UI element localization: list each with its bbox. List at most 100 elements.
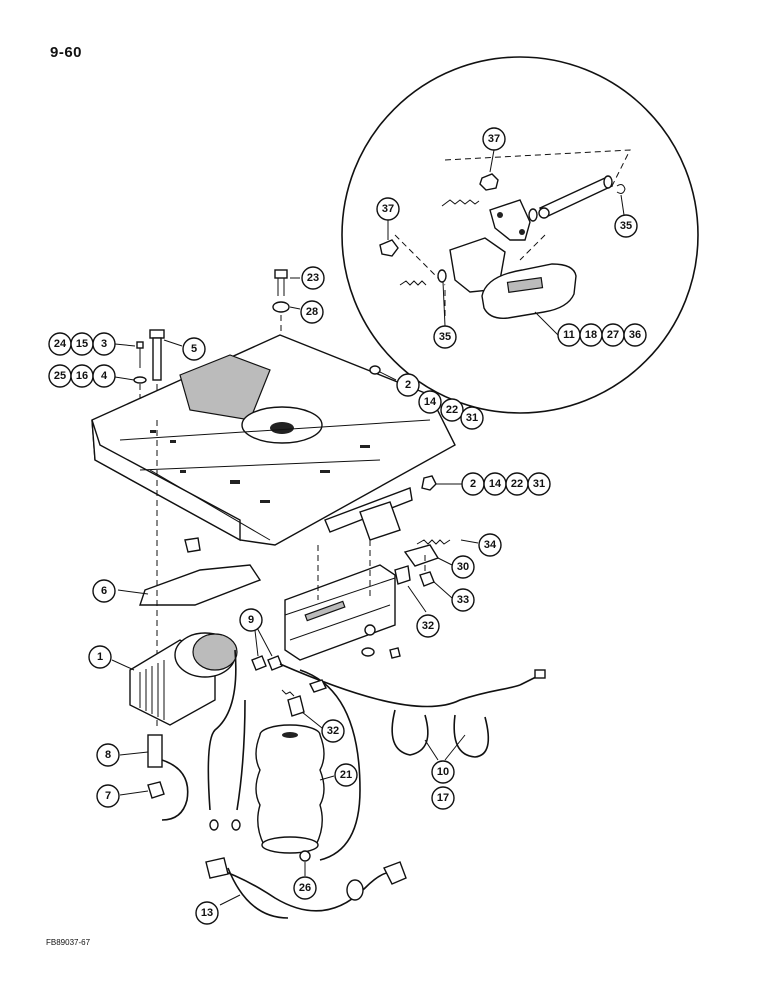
callout-16: 16 [70,364,94,388]
air-line-loop-10 [391,709,429,756]
svg-text:25: 25 [54,370,66,382]
callout-17: 17 [431,786,455,810]
washer-4 [133,376,147,384]
clip-35-right [616,184,626,194]
callout-35-right: 35 [614,214,638,238]
svg-text:31: 31 [533,478,545,490]
release-handle [481,263,577,319]
svg-text:14: 14 [424,396,437,408]
wire-harness-13 [205,857,407,919]
callout-25: 25 [48,364,72,388]
spring-left [399,280,427,286]
svg-text:2: 2 [405,379,411,391]
valve-assembly [284,564,396,661]
callout-14-upper: 14 [418,390,442,414]
detail-inset [341,56,699,414]
svg-text:3: 3 [101,338,107,350]
callout-22-lower: 22 [505,472,529,496]
svg-text:37: 37 [488,133,500,145]
slide-release-lever [359,501,401,541]
callout-14-lower: 14 [483,472,507,496]
callout-6: 6 [92,579,116,603]
svg-text:27: 27 [607,329,619,341]
callout-2-lower: 2 [461,472,485,496]
clip-under-plate [184,537,201,553]
svg-text:14: 14 [489,478,502,490]
svg-text:18: 18 [585,329,597,341]
pivot-shaft [538,175,614,219]
callout-27: 27 [601,323,625,347]
spring-34 [416,539,451,545]
callout-5: 5 [182,337,206,361]
callout-13: 13 [195,901,219,925]
air-line [279,663,521,708]
callout-32-lower: 32 [321,719,345,743]
bolt-5 [149,329,183,381]
air-spring-21 [255,724,325,854]
callout-23: 23 [301,266,325,290]
compressor-1 [129,632,238,726]
callout-21: 21 [334,763,358,787]
svg-text:17: 17 [437,792,449,804]
callout-31-lower: 31 [527,472,551,496]
figure-code: FB89037-67 [46,938,91,947]
nut-26 [299,850,311,862]
screw-3 [136,341,144,368]
nut-37-left [379,239,399,257]
callout-1: 1 [88,645,112,669]
svg-text:23: 23 [307,272,319,284]
callout-4: 4 [92,364,116,388]
svg-text:37: 37 [382,203,394,215]
callout-24: 24 [48,332,72,356]
callout-18: 18 [579,323,603,347]
svg-text:35: 35 [439,331,451,343]
callout-30: 30 [451,555,475,579]
callout-28: 28 [300,300,324,324]
svg-text:5: 5 [191,343,197,355]
svg-text:9: 9 [248,614,254,626]
bolt-2-top [369,365,381,375]
nut-2-lower [421,475,437,491]
svg-text:10: 10 [437,766,449,778]
bolt-23 [274,269,300,296]
svg-text:7: 7 [105,790,111,802]
svg-text:16: 16 [76,370,88,382]
callout-35-lower: 35 [433,325,457,349]
svg-text:35: 35 [620,220,632,232]
callout-9: 9 [239,608,263,632]
svg-text:4: 4 [101,370,108,382]
callout-11: 11 [557,323,581,347]
seat-mounting-plate [91,334,456,546]
svg-text:31: 31 [466,412,478,424]
svg-text:13: 13 [201,907,213,919]
callout-37-top: 37 [482,127,506,151]
callout-22-upper: 22 [440,398,464,422]
callout-2-upper: 2 [396,373,420,397]
callout-3: 3 [92,332,116,356]
washer-28 [272,301,290,313]
callout-7: 7 [96,784,120,808]
callout-15: 15 [70,332,94,356]
fitting-9a [251,655,267,671]
svg-text:11: 11 [563,329,575,341]
svg-text:24: 24 [54,338,67,350]
nut-33 [419,571,435,587]
sleeve-8 [147,734,163,768]
svg-text:26: 26 [299,882,311,894]
callout-26: 26 [293,876,317,900]
svg-text:36: 36 [629,329,641,341]
svg-text:30: 30 [457,561,469,573]
svg-text:21: 21 [340,769,352,781]
washer-detail [528,208,538,222]
nut-under-valve [361,647,375,657]
callout-10: 10 [431,760,455,784]
fitting-32-lower [287,695,305,717]
fitting-32-upper [394,565,411,585]
svg-text:8: 8 [105,749,111,761]
svg-text:32: 32 [327,725,339,737]
callout-32-upper: 32 [416,614,440,638]
nut-7 [147,781,165,799]
detail-circle [341,56,699,414]
svg-text:22: 22 [446,404,458,416]
